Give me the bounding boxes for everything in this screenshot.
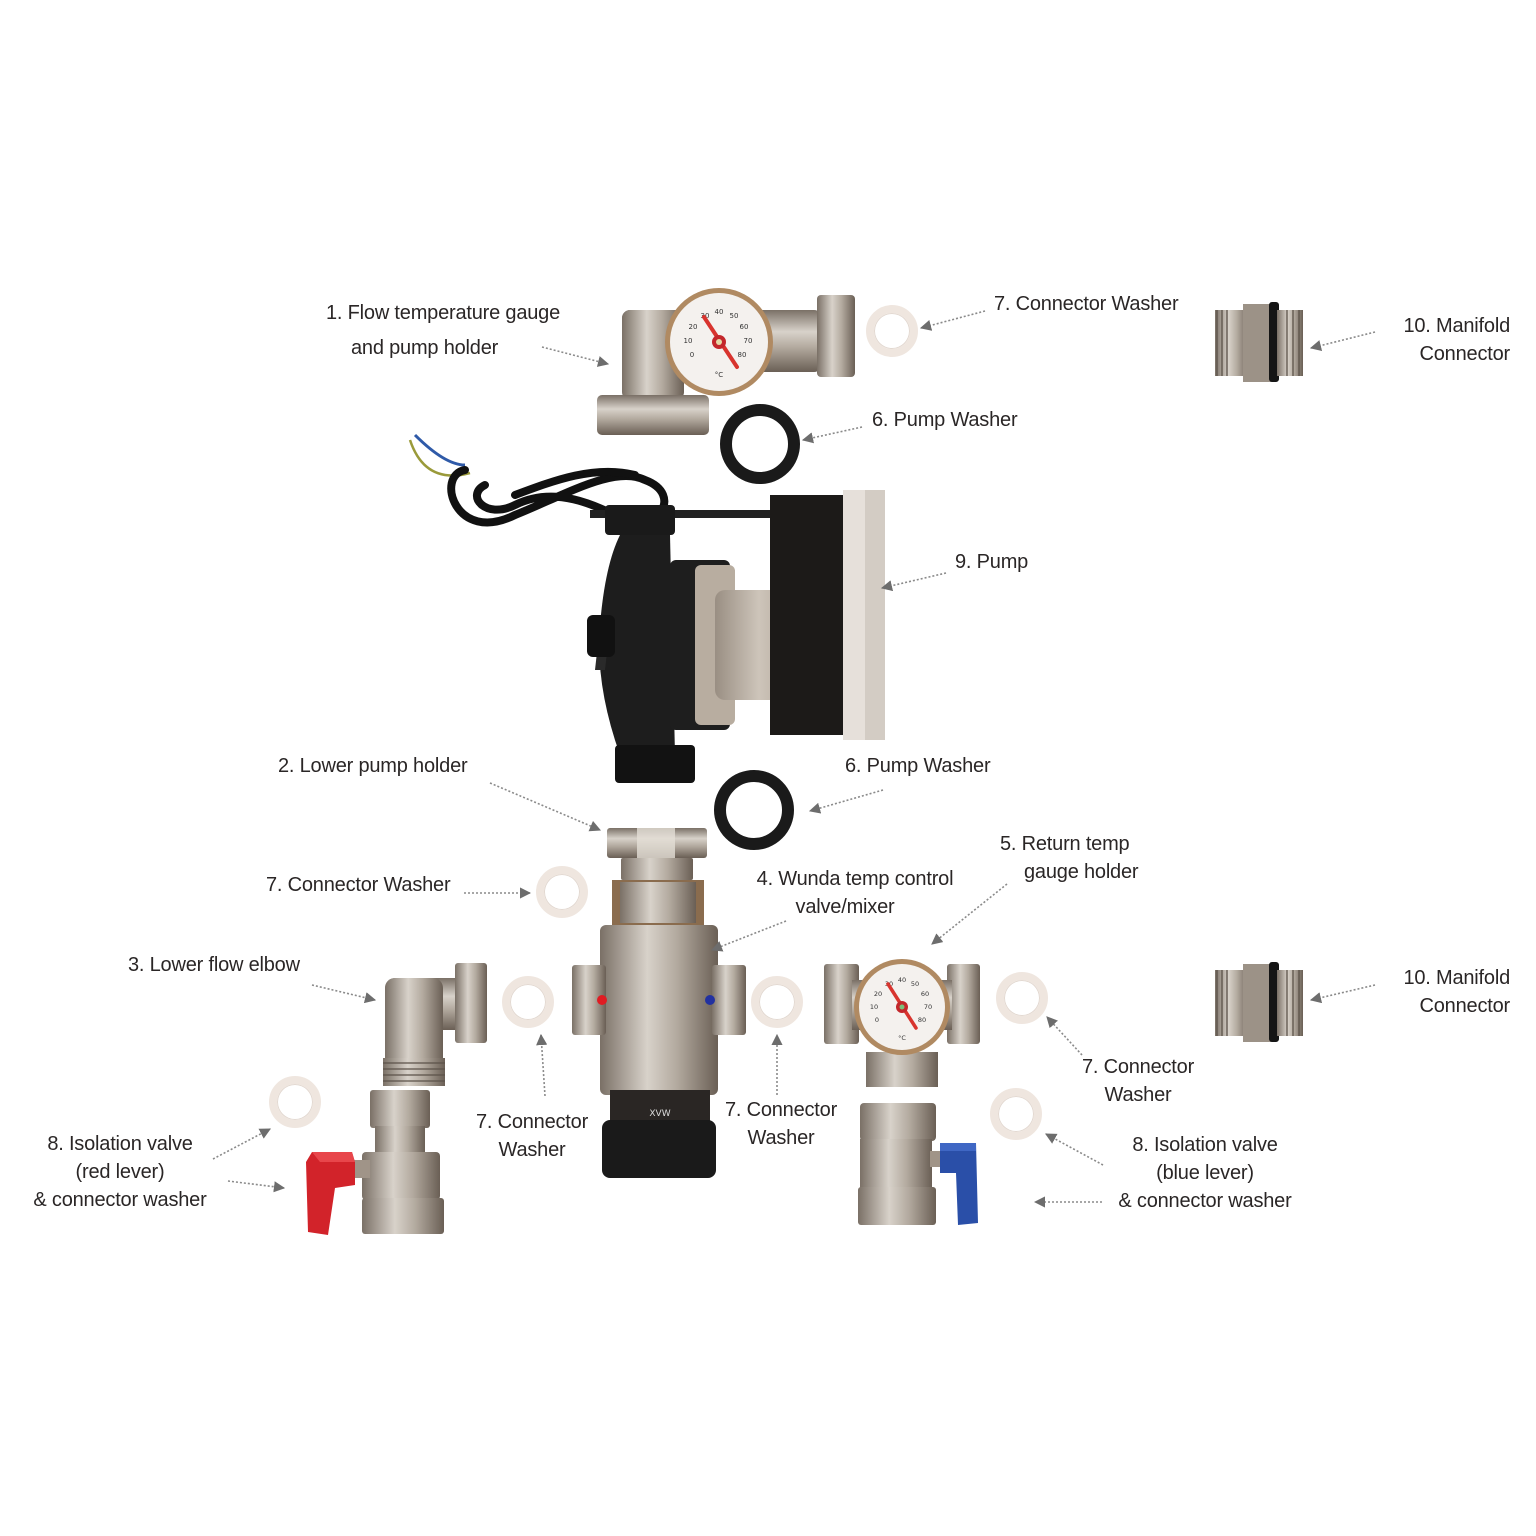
connector-washer-left-of-mixer — [502, 976, 554, 1028]
label-lower-pump-holder: 2. Lower pump holder — [278, 755, 468, 777]
label-pump-washer-top: 6. Pump Washer — [872, 409, 1018, 431]
lower-pump-holder — [607, 828, 707, 880]
svg-text:40: 40 — [898, 976, 906, 984]
label-lower-flow-elbow: 3. Lower flow elbow — [128, 954, 300, 976]
connector-washer-mid-left — [536, 866, 588, 918]
manifold-connector-bottom — [1215, 962, 1303, 1042]
label-isolation-valve-blue: 8. Isolation valve (blue lever) & connec… — [1118, 1134, 1292, 1212]
svg-text:60: 60 — [740, 323, 749, 331]
label-connector-washer-mid-left: 7. Connector Washer — [266, 874, 451, 896]
label-return-gauge-holder: 5. Return temp gauge holder — [1000, 833, 1139, 883]
svg-text:°C: °C — [898, 1034, 906, 1042]
label-pump-washer-bottom: 6. Pump Washer — [845, 755, 991, 777]
label-connector-washer-below-left: 7. Connector Washer — [475, 1111, 589, 1161]
label-pump: 9. Pump — [955, 551, 1029, 573]
svg-text:20: 20 — [689, 323, 698, 331]
svg-text:80: 80 — [738, 351, 747, 359]
svg-text:0: 0 — [690, 351, 694, 359]
label-manifold-connector-bottom: 10. Manifold Connector — [1403, 967, 1510, 1017]
lower-flow-elbow — [383, 963, 487, 1086]
label-manifold-connector-top: 10. Manifold Connector — [1403, 315, 1510, 365]
svg-text:°C: °C — [715, 371, 724, 379]
isolation-valve-blue — [858, 1103, 978, 1225]
connector-washer-right — [996, 972, 1048, 1024]
isolation-valve-red-washer — [269, 1076, 321, 1128]
svg-text:70: 70 — [924, 1003, 932, 1011]
svg-text:XVW: XVW — [649, 1109, 670, 1119]
manifold-connector-top — [1215, 302, 1303, 382]
svg-text:10: 10 — [870, 1003, 878, 1011]
svg-text:0: 0 — [875, 1016, 879, 1024]
svg-text:70: 70 — [744, 337, 753, 345]
pump — [408, 433, 885, 783]
svg-text:50: 50 — [911, 980, 919, 988]
connector-washer-top — [866, 305, 918, 357]
svg-text:10: 10 — [684, 337, 693, 345]
label-mixing-valve: 4. Wunda temp control valve/mixer — [756, 868, 954, 918]
isolation-valve-red — [306, 1090, 444, 1235]
label-isolation-valve-red: 8. Isolation valve (red lever) & connect… — [33, 1133, 207, 1211]
svg-text:80: 80 — [918, 1016, 926, 1024]
connector-washer-right-of-mixer — [751, 976, 803, 1028]
mixing-valve: XVW — [572, 880, 746, 1178]
label-connector-washer-top: 7. Connector Washer — [994, 293, 1179, 315]
label-flow-temperature-gauge: 1. Flow temperature gauge and pump holde… — [326, 302, 561, 359]
label-connector-washer-below-right: 7. Connector Washer — [724, 1099, 838, 1149]
svg-text:20: 20 — [874, 990, 882, 998]
svg-text:50: 50 — [730, 312, 739, 320]
isolation-valve-blue-washer — [990, 1088, 1042, 1140]
label-connector-washer-right: 7. Connector Washer — [1081, 1056, 1195, 1106]
svg-text:60: 60 — [921, 990, 929, 998]
pump-washer-bottom — [714, 770, 794, 850]
svg-text:40: 40 — [715, 308, 724, 316]
